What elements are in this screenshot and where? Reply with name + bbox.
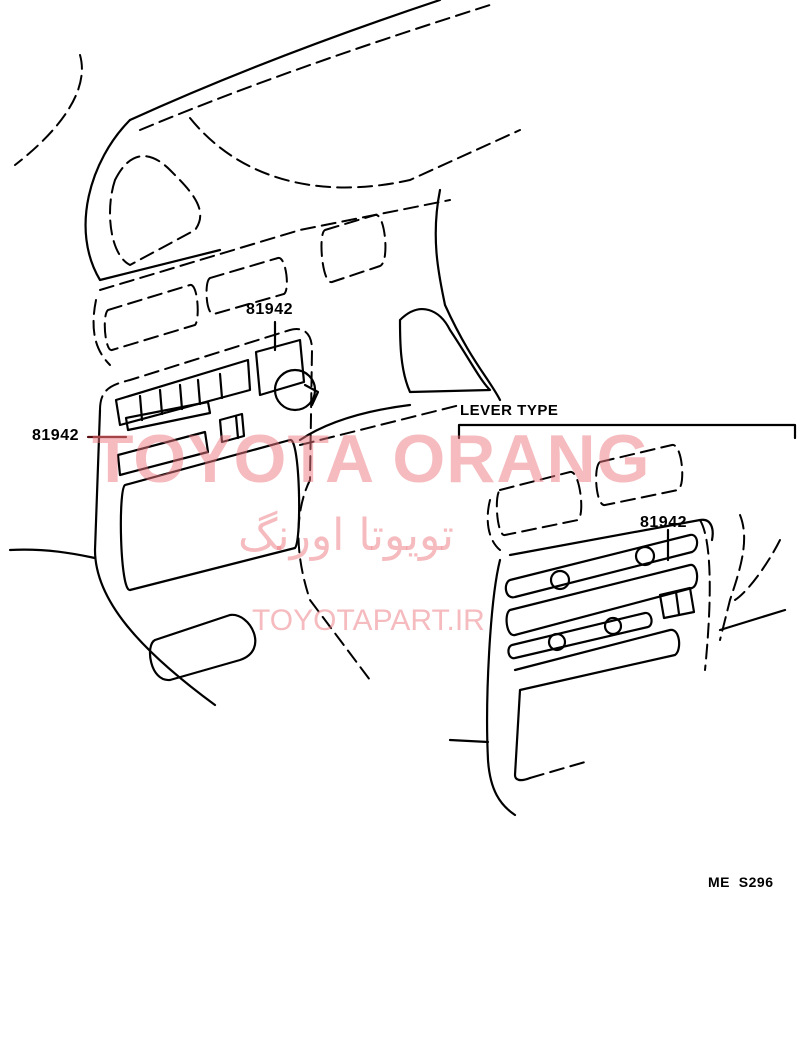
center-vent-left <box>103 284 199 352</box>
part-number-lever[interactable]: 81942 <box>640 514 687 531</box>
figure-code: ME S296 <box>708 874 774 890</box>
control-panel-outline <box>99 328 371 681</box>
watermark-site: TOYOTAPART.IR <box>252 604 485 637</box>
center-vent-right <box>205 257 288 315</box>
dash-top-edge <box>139 4 491 131</box>
button-row <box>114 358 252 427</box>
right-vent <box>320 214 387 283</box>
part-number-upper[interactable]: 81942 <box>246 301 293 318</box>
watermark-brand: TOYOTA ORANG <box>92 421 651 497</box>
side-vent <box>109 155 202 267</box>
knob-housing <box>254 338 306 397</box>
lever-slot-upper <box>504 533 699 599</box>
slider-strip <box>124 400 212 432</box>
lever-knob <box>603 616 623 636</box>
lever-knob <box>547 632 567 652</box>
control-knob <box>273 368 317 412</box>
lever-type-bracket <box>457 423 797 440</box>
watermark-persian: تویوتا اورنگ <box>238 510 454 561</box>
radio-opening <box>119 438 301 592</box>
lever-slot-lower <box>507 611 653 660</box>
lever-type-label: LEVER TYPE <box>460 402 559 419</box>
lever-knob <box>634 545 656 567</box>
lower-tray <box>148 613 257 682</box>
part-number-left[interactable]: 81942 <box>32 427 79 444</box>
lever-knob <box>549 569 571 591</box>
